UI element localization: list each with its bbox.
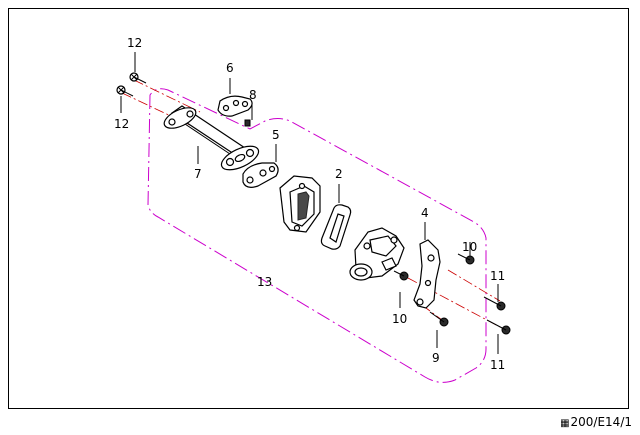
bolt-10-upper xyxy=(457,253,475,265)
housing-body xyxy=(279,175,321,233)
gasket-6 xyxy=(217,95,253,117)
reference-code-text: 200/E14/1 xyxy=(570,415,632,429)
callout-4: 4 xyxy=(421,206,429,220)
bolt-9 xyxy=(429,311,449,327)
callout-13: 13 xyxy=(257,275,272,289)
water-outlet-housing xyxy=(349,227,405,281)
callout-10-lower: 10 xyxy=(392,312,407,326)
bolt-11-lower xyxy=(486,319,511,335)
bracket-4 xyxy=(413,239,441,309)
callout-12-lower: 12 xyxy=(114,117,129,131)
callout-11-lower: 11 xyxy=(490,358,505,372)
reference-mark-icon: ▦ xyxy=(560,418,570,429)
diagram-frame xyxy=(8,8,629,409)
callout-leaders xyxy=(120,52,499,354)
bolt-12-lower xyxy=(116,85,134,97)
callout-7: 7 xyxy=(194,167,202,181)
callout-11-upper: 11 xyxy=(490,269,505,283)
callout-12-upper: 12 xyxy=(127,36,142,50)
bolt-12-upper xyxy=(129,72,147,84)
part-8 xyxy=(244,119,251,127)
callout-6: 6 xyxy=(226,61,234,75)
pipe-7 xyxy=(163,105,260,171)
gasket-5 xyxy=(242,162,279,188)
assembly-boundary-outline xyxy=(147,88,487,383)
callout-labels: 12 12 6 8 5 7 2 4 10 10 11 11 13 9 xyxy=(114,36,505,372)
callout-8: 8 xyxy=(249,88,257,102)
reference-code: ▦200/E14/1 xyxy=(560,415,632,429)
callout-5: 5 xyxy=(272,128,280,142)
callout-2: 2 xyxy=(335,167,343,181)
gasket-2 xyxy=(320,204,352,250)
bolt-11-upper xyxy=(483,296,506,311)
callout-10-upper: 10 xyxy=(462,240,477,254)
bolt-10-lower xyxy=(393,270,409,281)
callout-9: 9 xyxy=(432,351,440,365)
